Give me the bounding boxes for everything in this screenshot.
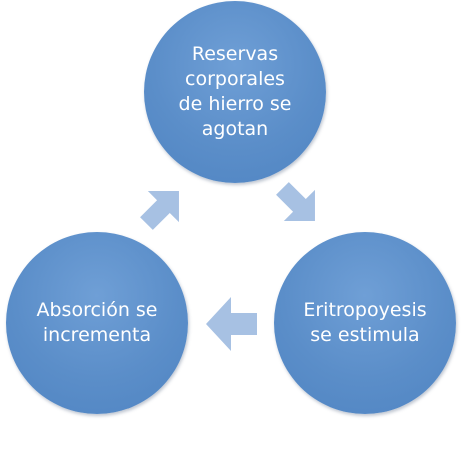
arrow-top-to-right	[276, 182, 315, 221]
node-absorption-increases: Absorción se incrementa	[6, 232, 188, 414]
node-label: Reservas corporales de hierro se agotan	[178, 43, 292, 140]
node-label: Absorción se incrementa	[36, 299, 158, 346]
node-erythropoiesis-stimulated: Eritropoyesis se estimula	[274, 232, 456, 414]
node-label: Eritropoyesis se estimula	[303, 299, 427, 346]
node-iron-reserves-depleted: Reservas corporales de hierro se agotan	[144, 1, 326, 183]
arrow-right-to-left	[206, 297, 257, 351]
arrow-left-to-top	[140, 191, 179, 230]
